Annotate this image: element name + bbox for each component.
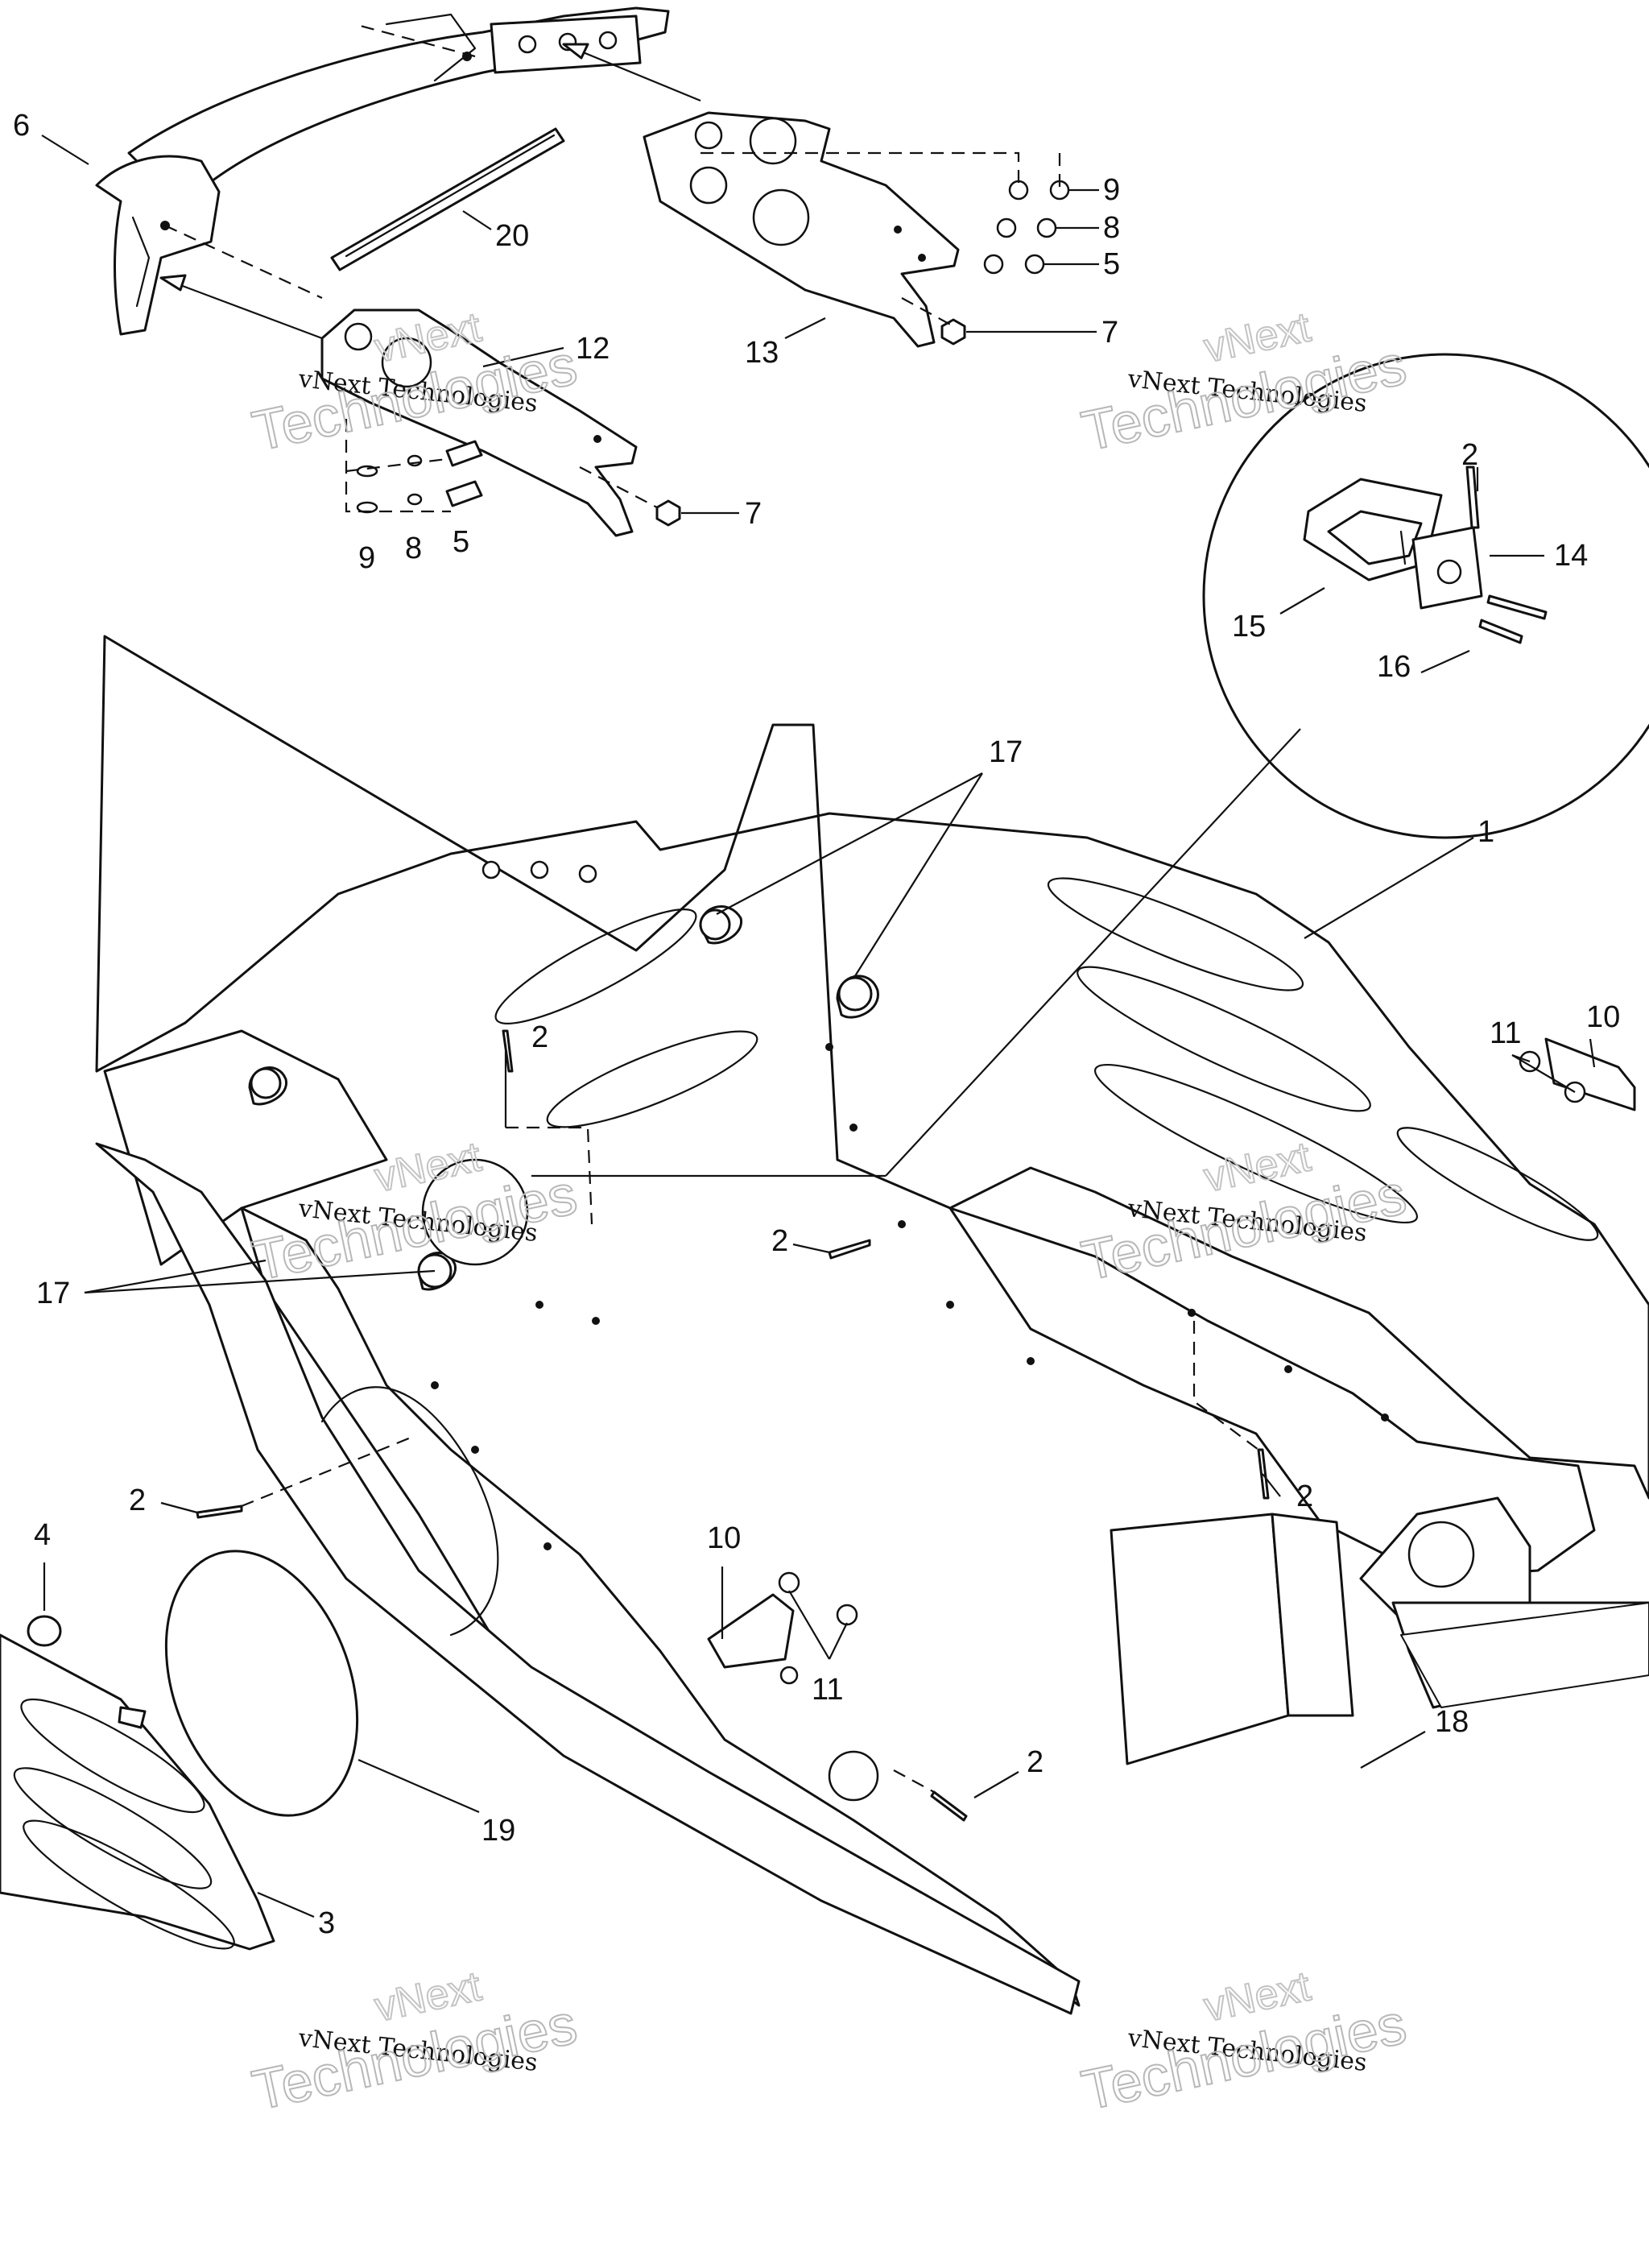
callout-2: 2	[1461, 438, 1478, 472]
part-4-grommet	[27, 1615, 62, 1647]
part-10-right-clip	[1519, 1037, 1636, 1111]
assembly-lines-top	[159, 23, 1061, 513]
part-20-strip	[330, 127, 565, 271]
part-13-bracket	[643, 111, 960, 348]
callout-9: 9	[358, 541, 375, 575]
watermark-bottom-left: vNext vNext Technologies Technologies	[246, 1962, 583, 2122]
part-19-disc	[164, 1550, 359, 1817]
callout-18: 18	[1435, 1705, 1469, 1739]
part-10-lower-clip	[707, 1571, 858, 1685]
callout-14: 14	[1554, 539, 1588, 573]
callout-2: 2	[129, 1484, 146, 1517]
callout-3: 3	[318, 1906, 335, 1940]
part-1-main-body	[95, 635, 1649, 2015]
callout-9: 9	[1103, 173, 1120, 207]
callout-10: 10	[1586, 1000, 1620, 1034]
callout-2: 2	[1027, 1745, 1044, 1779]
rivets	[196, 1029, 1270, 1822]
watermark-bottom-right: vNext vNext Technologies Technologies	[1076, 1962, 1412, 2122]
hardware-top-right	[940, 180, 1070, 346]
callout-4: 4	[34, 1518, 51, 1552]
callouts: 6 20 9 8 5 7 13 12 7 9 8 5 2 14 15 16 17…	[13, 109, 1620, 1940]
callout-15: 15	[1232, 610, 1266, 644]
callout-12: 12	[576, 332, 610, 366]
callout-5: 5	[453, 525, 469, 559]
leader-lines	[41, 135, 1596, 1918]
callout-16: 16	[1377, 650, 1411, 684]
callout-5: 5	[1103, 247, 1120, 281]
detail-zoom-circle	[1202, 353, 1649, 839]
callout-2: 2	[1296, 1480, 1313, 1513]
callout-13: 13	[745, 336, 779, 370]
callout-2: 2	[771, 1224, 788, 1258]
part-3-side-panel	[0, 1633, 275, 1951]
dashed-assembly-lower	[241, 1126, 1259, 1793]
callout-20: 20	[495, 219, 529, 253]
callout-17: 17	[36, 1277, 70, 1310]
callout-11: 11	[812, 1673, 843, 1707]
callout-7: 7	[745, 497, 762, 531]
callout-8: 8	[1103, 211, 1120, 245]
part-12-bracket	[320, 308, 638, 537]
callout-19: 19	[481, 1814, 515, 1848]
callout-6: 6	[13, 109, 30, 143]
callout-10: 10	[707, 1521, 741, 1555]
hardware-left	[356, 440, 681, 527]
callout-11: 11	[1490, 1016, 1521, 1050]
callout-2: 2	[531, 1020, 548, 1054]
callout-17: 17	[989, 735, 1023, 769]
callout-8: 8	[405, 532, 422, 565]
callout-7: 7	[1101, 316, 1118, 350]
callout-1: 1	[1477, 815, 1494, 849]
